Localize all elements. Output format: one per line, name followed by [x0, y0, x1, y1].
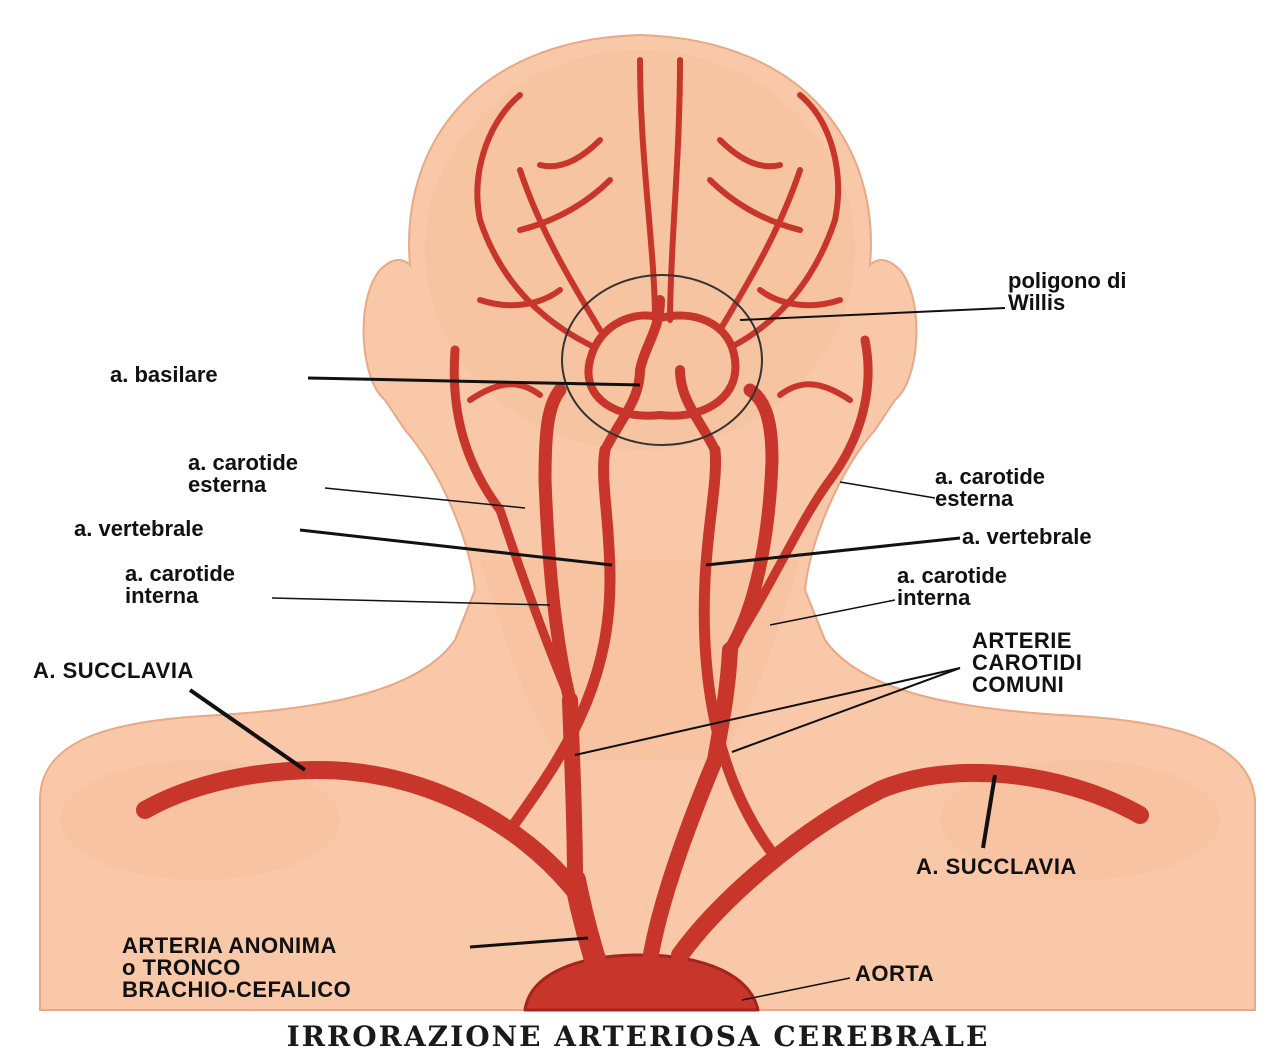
- figure-title: IRRORAZIONE ARTERIOSA CEREBRALE: [0, 1020, 1276, 1053]
- basilare-text: a. basilare: [110, 364, 218, 386]
- label-arteria-anonima: ARTERIA ANONIMA o TRONCO BRACHIO-CEFALIC…: [122, 935, 351, 1001]
- willis-line1: poligono di: [1008, 270, 1127, 292]
- car-int-left-line1: a. carotide: [125, 563, 235, 585]
- label-basilare: a. basilare: [110, 364, 218, 386]
- label-vertebrale-left: a. vertebrale: [74, 518, 204, 540]
- car-int-right-line2: interna: [897, 587, 1007, 609]
- anonima-line1: ARTERIA ANONIMA: [122, 935, 351, 957]
- car-est-right-line2: esterna: [935, 488, 1045, 510]
- label-poligono-willis: poligono di Willis: [1008, 270, 1127, 314]
- vert-right-text: a. vertebrale: [962, 526, 1092, 548]
- car-est-left-line2: esterna: [188, 474, 298, 496]
- anonima-line2: o TRONCO: [122, 957, 351, 979]
- car-int-right-line1: a. carotide: [897, 565, 1007, 587]
- label-carotide-esterna-right: a. carotide esterna: [935, 466, 1045, 510]
- label-vertebrale-right: a. vertebrale: [962, 526, 1092, 548]
- aorta-text: AORTA: [855, 963, 934, 985]
- label-carotidi-comuni: ARTERIE CAROTIDI COMUNI: [972, 630, 1082, 696]
- succlavia-left-text: A. SUCCLAVIA: [33, 660, 194, 682]
- car-int-left-line2: interna: [125, 585, 235, 607]
- succlavia-right-text: A. SUCCLAVIA: [916, 856, 1077, 878]
- car-est-left-line1: a. carotide: [188, 452, 298, 474]
- label-aorta: AORTA: [855, 963, 934, 985]
- label-carotide-interna-left: a. carotide interna: [125, 563, 235, 607]
- willis-line2: Willis: [1008, 292, 1127, 314]
- label-succlavia-right: A. SUCCLAVIA: [916, 856, 1077, 878]
- label-carotide-interna-right: a. carotide interna: [897, 565, 1007, 609]
- label-succlavia-left: A. SUCCLAVIA: [33, 660, 194, 682]
- anonima-line3: BRACHIO-CEFALICO: [122, 979, 351, 1001]
- carotidi-comuni-line1: ARTERIE: [972, 630, 1082, 652]
- carotidi-comuni-line2: CAROTIDI: [972, 652, 1082, 674]
- car-est-right-line1: a. carotide: [935, 466, 1045, 488]
- vert-left-text: a. vertebrale: [74, 518, 204, 540]
- carotidi-comuni-line3: COMUNI: [972, 674, 1082, 696]
- label-carotide-esterna-left: a. carotide esterna: [188, 452, 298, 496]
- leader-car-est-right: [840, 482, 935, 498]
